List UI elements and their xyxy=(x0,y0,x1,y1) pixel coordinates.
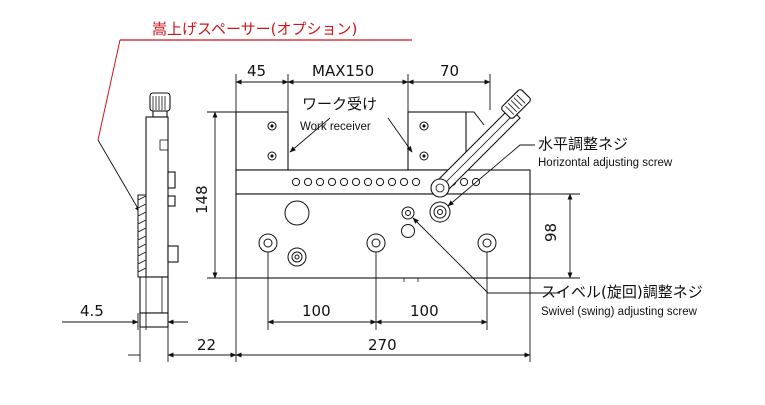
dim-height-right: 98 xyxy=(542,223,560,242)
leader-lines xyxy=(289,117,560,294)
front-view xyxy=(235,89,531,282)
title-leader-2 xyxy=(97,139,141,213)
spacer-option-title: 嵩上げスペーサー(オプション) xyxy=(152,20,357,38)
swivel-screw-label-jp: スイベル(旋回)調整ネジ xyxy=(541,283,703,301)
horizontal-screw-label-en: Horizontal adjusting screw xyxy=(538,157,673,169)
title-leader xyxy=(97,39,121,141)
swivel-screw-label-en: Swivel (swing) adjusting screw xyxy=(541,306,698,318)
work-receiver-label-en: Work receiver xyxy=(300,121,371,133)
side-view xyxy=(137,92,179,328)
dim-top-max: MAX150 xyxy=(312,62,374,80)
dim-offset: 22 xyxy=(197,336,216,354)
swing-arm xyxy=(430,89,531,198)
dim-height-total: 148 xyxy=(193,185,211,214)
dim-length: 270 xyxy=(368,336,397,354)
dim-top-left: 45 xyxy=(247,62,266,80)
horizontal-screw-label-jp: 水平調整ネジ xyxy=(538,135,628,153)
dim-spacing-right: 100 xyxy=(410,302,439,320)
work-receiver-label-jp: ワーク受け xyxy=(302,95,377,113)
dim-thickness: 4.5 xyxy=(80,302,104,320)
dimension-lines xyxy=(62,74,580,362)
dim-spacing-left: 100 xyxy=(302,302,331,320)
dim-top-right: 70 xyxy=(440,62,459,80)
